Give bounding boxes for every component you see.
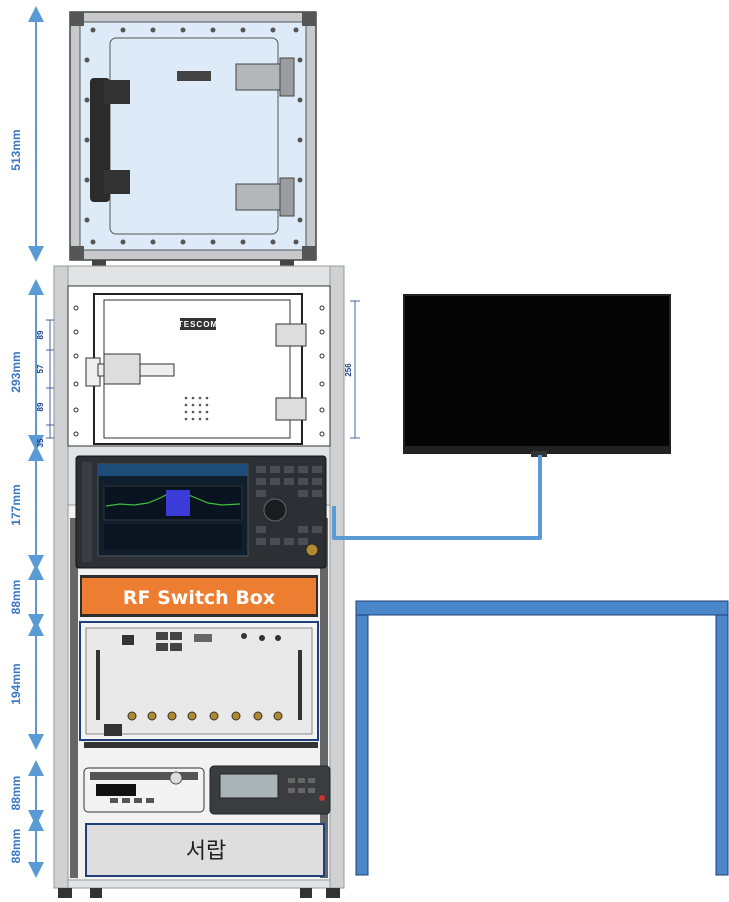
- dim-door-57: 57: [36, 364, 45, 373]
- dim-switch-box: 88mm: [9, 580, 23, 615]
- top-shield-box: [69, 11, 317, 268]
- dim-door-89-bottom: 89: [36, 402, 45, 411]
- table: [355, 600, 729, 876]
- mid-shield-box: [46, 285, 360, 447]
- dim-shield-box-mid: 293mm: [9, 351, 23, 392]
- dim-door-35: 35: [36, 438, 45, 447]
- shield-box-screws: [84, 27, 303, 245]
- rf-switch-box-label: RF Switch Box: [123, 587, 275, 609]
- power-supply: [83, 767, 205, 813]
- dim-meters: 88mm: [9, 776, 23, 811]
- dim-drawer: 88mm: [9, 829, 23, 864]
- dim-shield-box-top: 513mm: [9, 129, 23, 170]
- monitor-cable: [332, 455, 542, 540]
- dim-door-89-top: 89: [36, 330, 45, 339]
- dim-analyzer: 177mm: [9, 484, 23, 525]
- drawer: [85, 823, 325, 877]
- dim-door-height: 256: [344, 363, 353, 377]
- monitor: [403, 294, 671, 457]
- multimeter: [209, 765, 331, 815]
- signal-analyzer: [75, 455, 327, 569]
- shield-logo: TESCOM: [178, 320, 218, 329]
- test-unit: [79, 621, 319, 748]
- drawer-label: 서랍: [186, 839, 226, 864]
- rf-switch-box: [80, 575, 318, 617]
- dim-test-unit: 194mm: [9, 663, 23, 704]
